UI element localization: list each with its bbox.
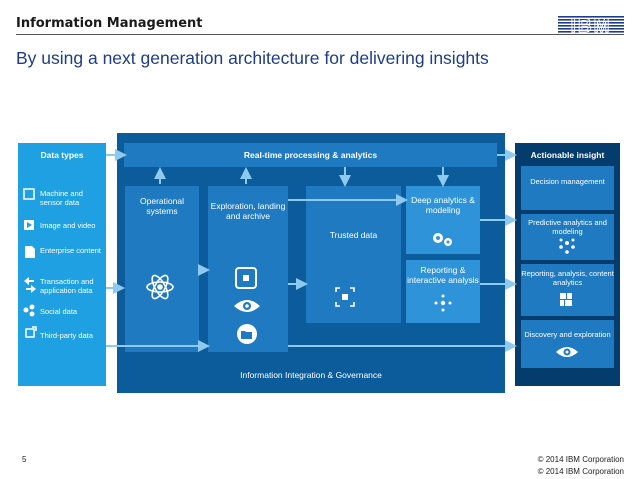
insight-item: Discovery and exploration bbox=[524, 329, 611, 339]
exploration-label: Exploration, landing and archive bbox=[210, 201, 286, 221]
reporting-label: Reporting & interactive analysis bbox=[407, 265, 479, 285]
ibm-logo: IBM bbox=[558, 14, 624, 37]
copyright: © 2014 IBM Corporation bbox=[537, 467, 624, 476]
reporting-analysis-box bbox=[521, 264, 614, 316]
realtime-bar: Real-time processing & analytics bbox=[124, 143, 497, 167]
deep-analytics-box bbox=[406, 186, 480, 254]
data-type-item: Machine and sensor data bbox=[40, 189, 83, 207]
trusted-label: Trusted data bbox=[329, 230, 378, 240]
deep-analytics-label: Deep analytics & modeling bbox=[411, 195, 475, 215]
page-number: 5 bbox=[22, 455, 27, 464]
governance-label: Information Integration & Governance bbox=[240, 370, 382, 380]
slide-title: By using a next generation architecture … bbox=[16, 48, 489, 68]
data-type-item: Social data bbox=[40, 307, 78, 316]
data-types-panel bbox=[18, 143, 106, 386]
discovery-box bbox=[521, 320, 614, 368]
svg-text:IBM: IBM bbox=[571, 16, 612, 34]
data-type-item: Image and video bbox=[40, 221, 96, 230]
operational-label: Operational systems bbox=[140, 196, 184, 216]
operational-box bbox=[125, 186, 199, 352]
data-types-title: Data types bbox=[40, 150, 84, 160]
trusted-box bbox=[306, 186, 401, 323]
header-title: Information Management bbox=[16, 16, 203, 31]
data-type-item: Enterprise content bbox=[40, 246, 101, 255]
decision-box bbox=[521, 166, 614, 210]
insight-item: Predictive analytics and modeling bbox=[528, 218, 607, 236]
data-type-item: Third-party data bbox=[40, 331, 93, 340]
data-type-item: Transaction and application data bbox=[40, 277, 94, 295]
insight-item: Reporting, analysis, content analytics bbox=[521, 269, 614, 287]
reporting-box bbox=[406, 260, 480, 323]
copyright: © 2014 IBM Corporation bbox=[537, 455, 624, 464]
header-divider bbox=[16, 34, 624, 35]
insight-item: Decision management bbox=[530, 176, 605, 186]
actionable-insight-title: Actionable insight bbox=[530, 150, 605, 160]
